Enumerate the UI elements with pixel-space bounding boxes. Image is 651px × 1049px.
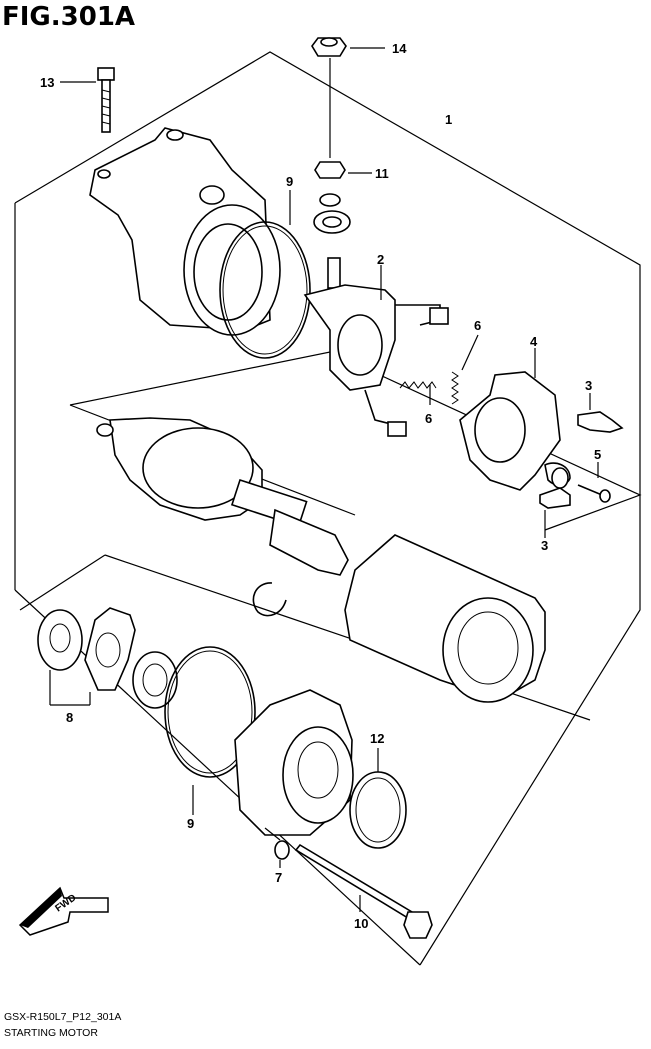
motor-yoke [344, 534, 546, 703]
callout-12: 12 [370, 731, 384, 746]
nut-14 [311, 37, 385, 158]
callout-6-lower: 6 [425, 411, 432, 426]
callout-3-upper: 3 [585, 378, 592, 393]
rear-bracket [234, 689, 354, 841]
figure-title: FIG.301A [2, 2, 136, 32]
figure-footer: GSX-R150L7_P12_301A STARTING MOTOR [4, 1009, 121, 1041]
brush-plate-4 [459, 348, 561, 491]
bolt-13 [60, 67, 115, 133]
fwd-arrow-icon: FWD [18, 886, 109, 936]
callout-6-upper: 6 [474, 318, 481, 333]
circlip [252, 582, 287, 617]
callout-3-lower: 3 [541, 538, 548, 553]
callout-10: 10 [354, 916, 368, 931]
callout-7: 7 [275, 870, 282, 885]
washers-8 [37, 607, 136, 706]
o-ring-9-upper [219, 190, 311, 359]
callout-11: 11 [375, 166, 389, 181]
o-ring-12 [349, 748, 407, 849]
callout-14: 14 [392, 41, 407, 56]
callout-1: 1 [445, 112, 452, 127]
clip-3-upper [577, 393, 624, 433]
nut-11 [313, 161, 372, 234]
callout-9-lower: 9 [187, 816, 194, 831]
screw-5 [551, 462, 611, 503]
armature [96, 417, 349, 576]
washer-7 [274, 840, 290, 868]
callout-5: 5 [594, 447, 601, 462]
callout-9-upper: 9 [286, 174, 293, 189]
springs-6 [399, 334, 479, 405]
figure-name: STARTING MOTOR [4, 1027, 98, 1039]
figure-code: GSX-R150L7_P12_301A [4, 1011, 122, 1023]
callout-13: 13 [40, 75, 54, 90]
callout-8: 8 [66, 710, 73, 725]
bolt-10 [294, 843, 433, 939]
callout-labels: 1 2 3 3 4 5 6 6 7 8 9 9 10 11 12 13 14 [40, 41, 601, 931]
motor-housing [89, 127, 281, 336]
callout-4: 4 [530, 334, 538, 349]
callout-2: 2 [377, 252, 384, 267]
brush-terminal-2 [303, 257, 449, 437]
o-ring-9-lower [164, 646, 256, 815]
